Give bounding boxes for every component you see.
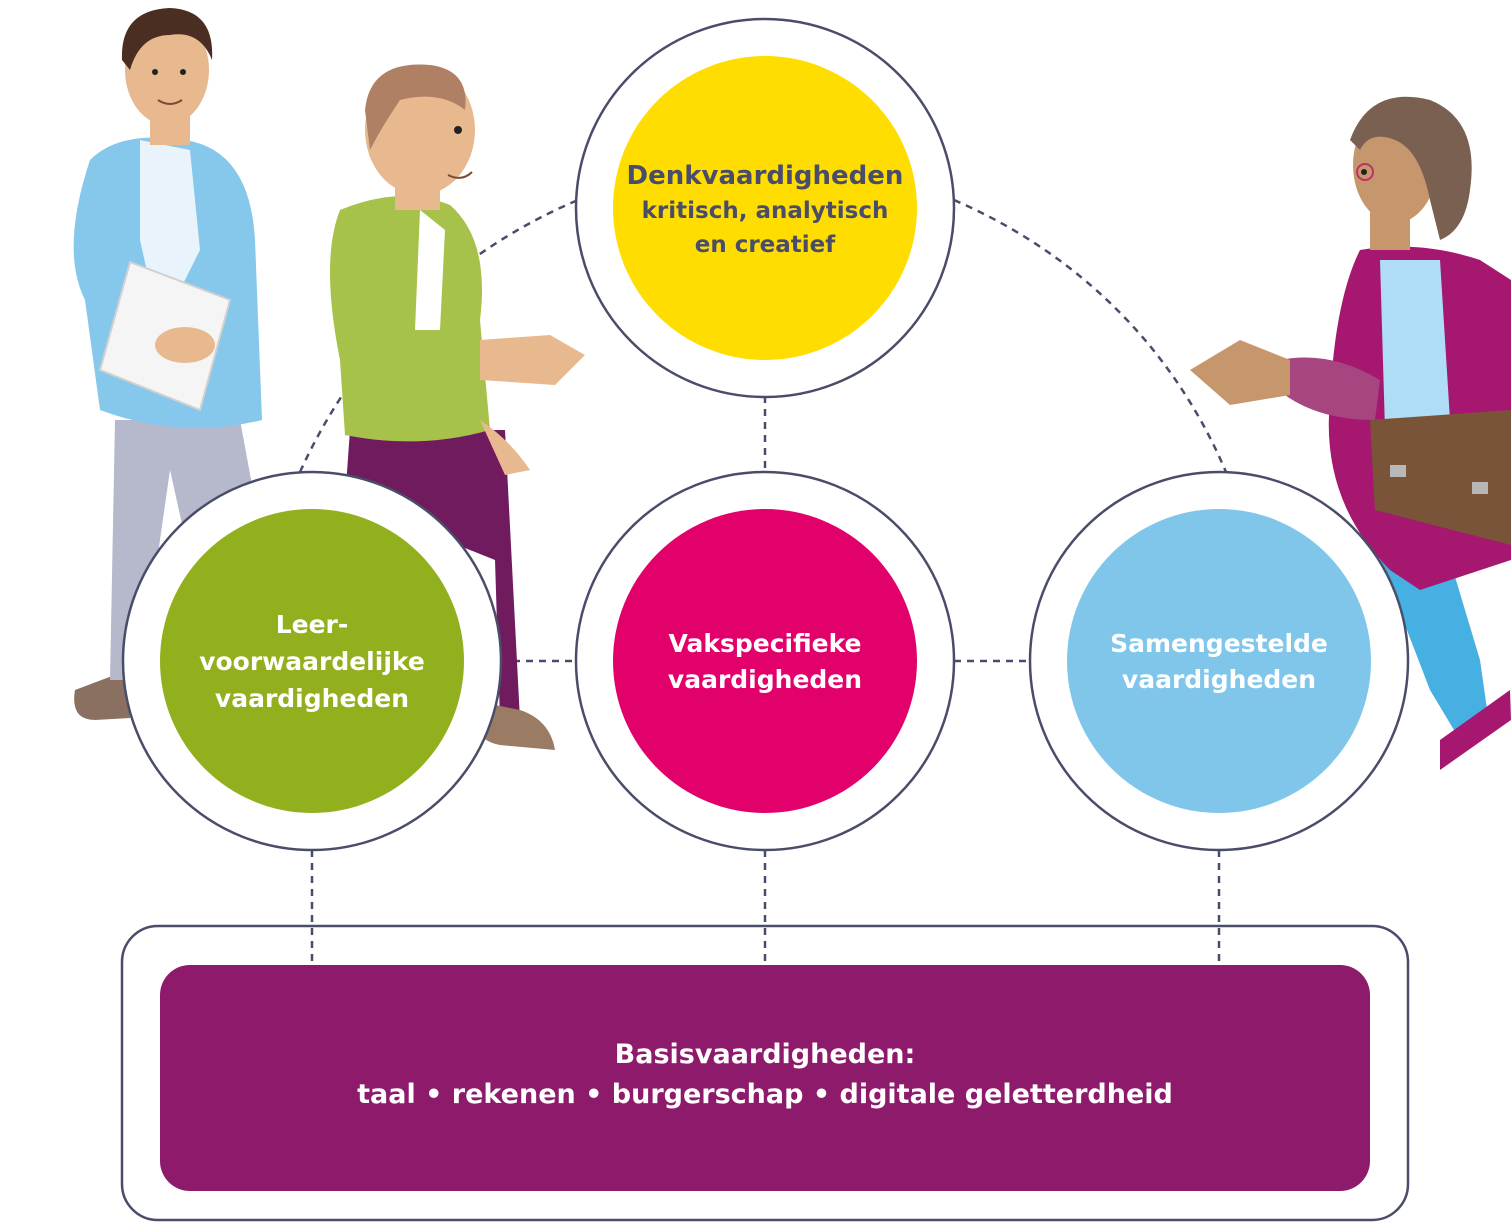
composite-skills-circle	[1067, 509, 1371, 813]
left-node-line3: vaardigheden	[214, 683, 410, 713]
base-skills-title: Basisvaardigheden:	[614, 1039, 916, 1070]
base-skills-list: taal • rekenen • burgerschap • digitale …	[357, 1079, 1173, 1110]
top-node-subtitle-line2: en creatief	[694, 232, 836, 258]
center-node-label: Vakspecifieke vaardigheden	[625, 620, 905, 704]
arc-left-connector	[298, 198, 579, 473]
center-node-line1: Vakspecifieke	[668, 629, 862, 658]
right-node-label: Samengestelde vaardigheden	[1079, 620, 1359, 704]
left-node-line1: Leer-	[275, 609, 349, 639]
base-skills-label: Basisvaardigheden: taal • rekenen • burg…	[160, 1030, 1370, 1120]
top-node-label: Denkvaardigheden kritisch, analytisch en…	[613, 130, 917, 290]
base-skills-box	[160, 965, 1370, 1191]
thinking-skills-circle	[613, 56, 917, 360]
learning-prerequisite-skills-circle	[160, 509, 464, 813]
arc-right-connector	[953, 198, 1228, 473]
top-node-subtitle-line1: kritisch, analytisch	[641, 198, 889, 224]
right-node-line1: Samengestelde	[1110, 629, 1328, 658]
left-node-label: Leer- voorwaardelijke vaardigheden	[172, 600, 452, 722]
left-node-line2: voorwaardelijke	[199, 646, 425, 676]
center-node-line2: vaardigheden	[667, 665, 863, 694]
top-node-title: Denkvaardigheden	[626, 161, 904, 191]
subject-specific-skills-circle	[613, 509, 917, 813]
right-node-line2: vaardigheden	[1121, 665, 1317, 694]
person-with-bag-illustration	[1190, 96, 1511, 770]
